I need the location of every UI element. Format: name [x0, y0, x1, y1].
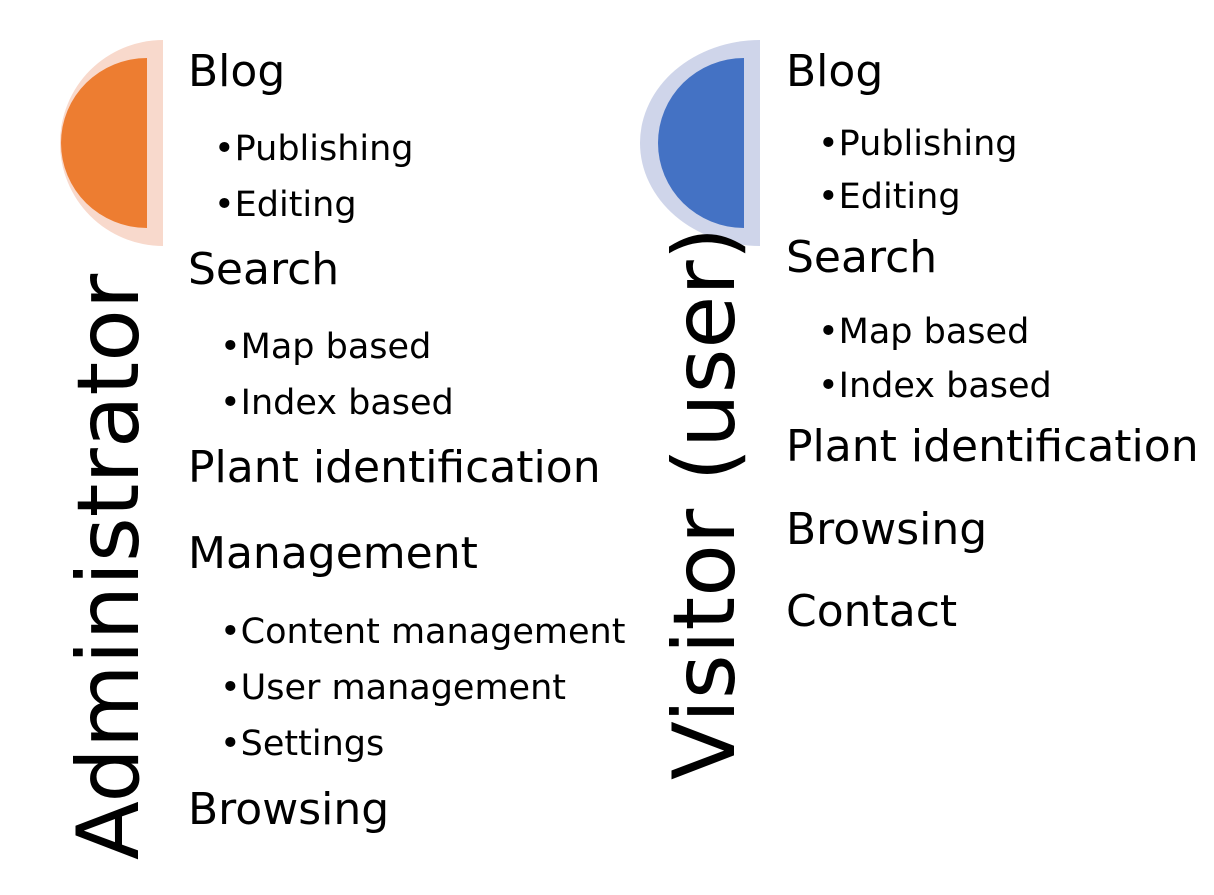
admin-settings: •Settings [220, 724, 385, 764]
visitor-search: Search [786, 232, 938, 283]
visitor-index-based: •Index based [818, 366, 1052, 406]
admin-map-based: •Map based [220, 327, 432, 367]
admin-half-circle [61, 58, 147, 228]
visitor-editing: •Editing [818, 177, 961, 217]
visitor-map-based: •Map based [818, 312, 1030, 352]
admin-blog: Blog [188, 46, 286, 97]
visitor-plant-identification: Plant identification [786, 421, 1199, 472]
visitor-blog: Blog [786, 46, 884, 97]
admin-index-based: •Index based [220, 383, 454, 423]
visitor-half-circle [658, 58, 744, 228]
admin-browsing: Browsing [188, 784, 390, 835]
visitor-browsing: Browsing [786, 504, 988, 555]
admin-publishing: •Publishing [214, 129, 414, 169]
visitor-publishing: •Publishing [818, 124, 1018, 164]
visitor-contact: Contact [786, 586, 958, 637]
admin-editing: •Editing [214, 185, 357, 225]
admin-management: Management [188, 528, 478, 579]
admin-search: Search [188, 244, 340, 295]
admin-user-management: •User management [220, 668, 567, 708]
administrator-title: Administrator [59, 273, 159, 860]
admin-plant-identification: Plant identification [188, 442, 601, 493]
visitor-title: Visitor (user) [655, 226, 755, 780]
admin-content-management: •Content management [220, 612, 626, 652]
